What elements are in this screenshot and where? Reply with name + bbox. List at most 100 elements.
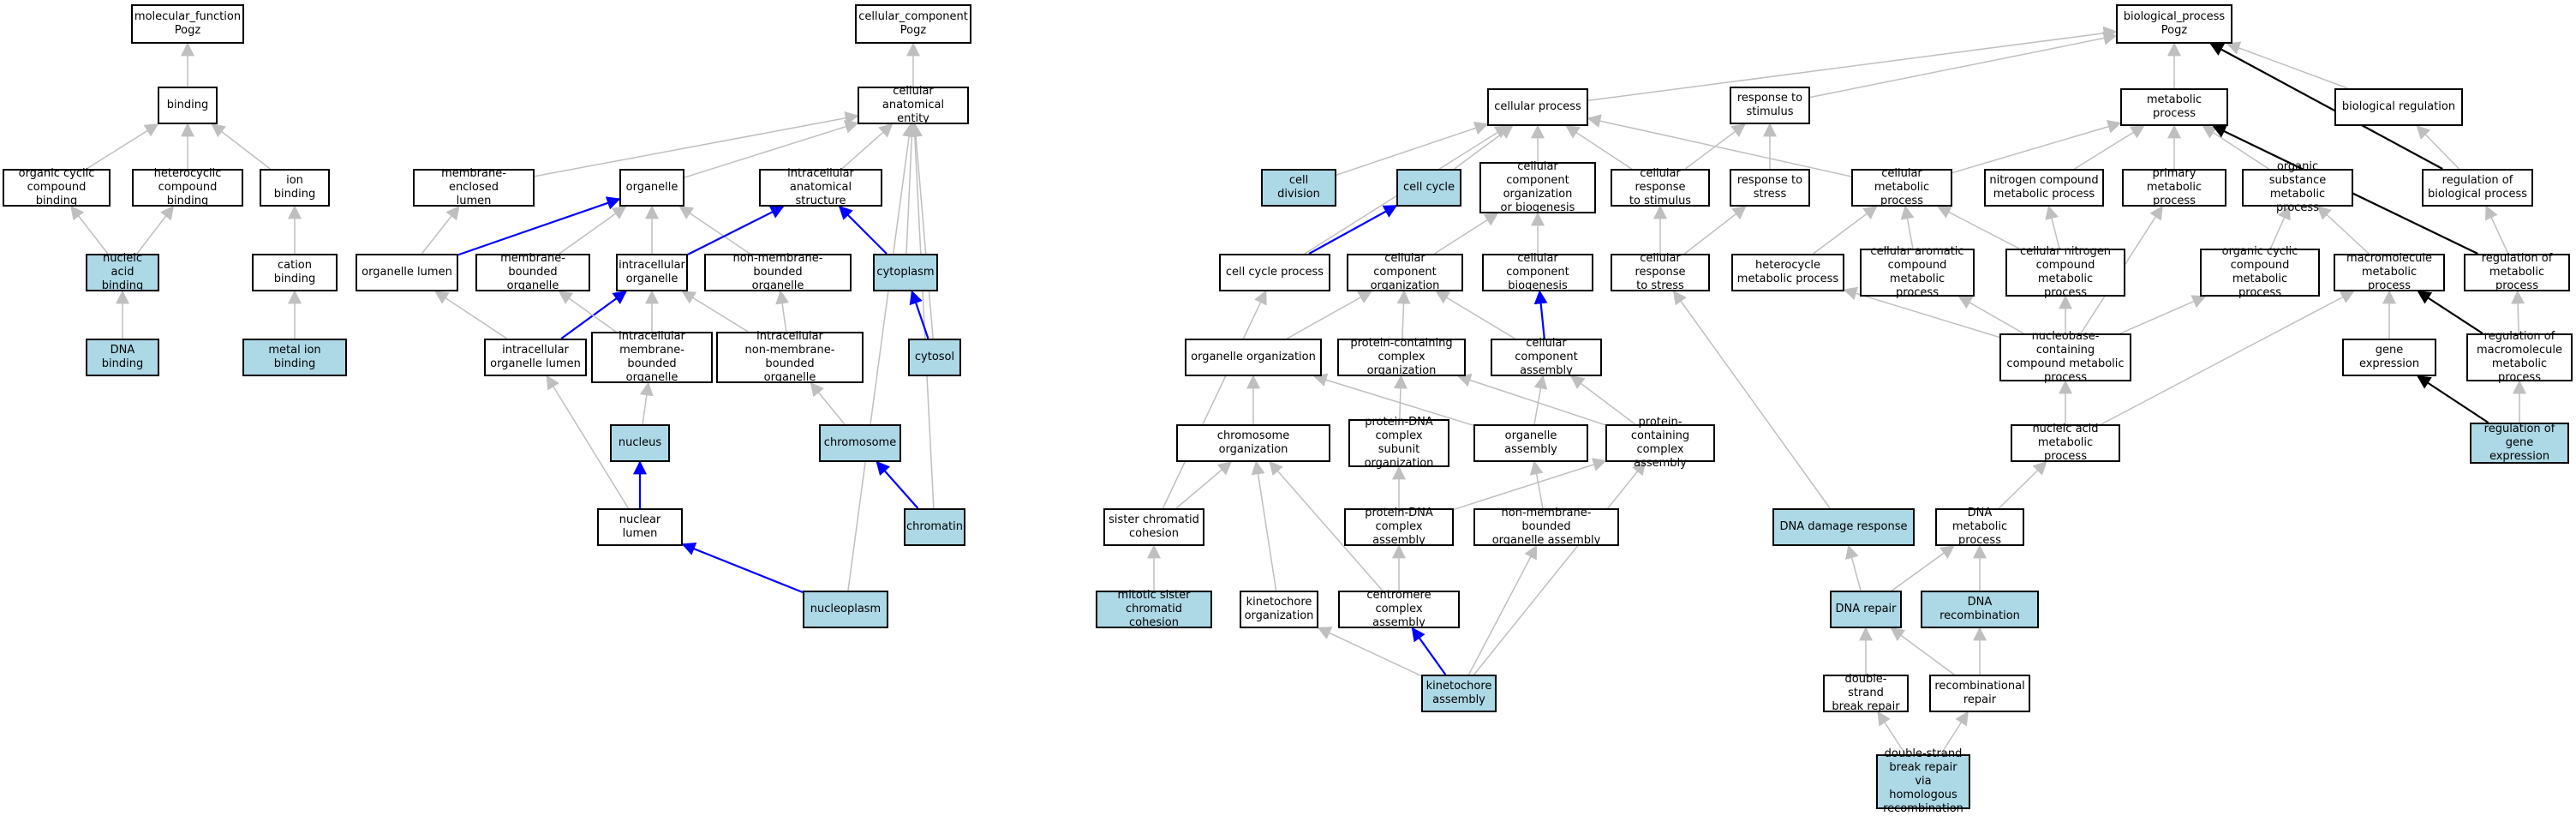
edge-celldiv-to-cp [1336, 121, 1489, 176]
term-node-breg[interactable]: biological regulation [2334, 88, 2463, 126]
term-node-celldiv[interactable]: cell division [1261, 169, 1336, 207]
term-node-chromorg[interactable]: chromosome organization [1176, 424, 1330, 462]
term-node-dnarec[interactable]: DNA recombination [1921, 591, 2039, 628]
term-node-rge[interactable]: regulation of gene expression [2470, 423, 2569, 464]
term-node-bp[interactable]: biological_process Pogz [2116, 4, 2232, 44]
term-node-ncmp[interactable]: nitrogen compound metabolic process [1984, 169, 2104, 207]
term-node-ocb[interactable]: organic cyclic compound binding [3, 167, 111, 207]
term-node-mel[interactable]: membrane-enclosed lumen [413, 167, 535, 207]
term-node-cellcycle[interactable]: cell cycle [1396, 169, 1461, 207]
term-node-cacmp[interactable]: cellular aromatic compound metabolic pro… [1860, 245, 1975, 299]
edge-ka-to-pcca [1473, 460, 1647, 675]
term-node-cytoplasm[interactable]: cytoplasm [873, 254, 938, 291]
term-node-pmp[interactable]: primary metabolic process [2122, 167, 2226, 207]
term-node-recrep[interactable]: recombinational repair [1929, 675, 2030, 712]
edge-cncmp-to-ncmp [2045, 205, 2060, 249]
term-node-rmp[interactable]: regulation of metabolic process [2464, 252, 2570, 292]
term-node-cp[interactable]: cellular process [1487, 88, 1588, 126]
term-node-cae[interactable]: cellular anatomical entity [858, 85, 969, 125]
term-node-cytosol[interactable]: cytosol [908, 339, 961, 376]
term-node-hcb[interactable]: heterocyclic compound binding [132, 167, 243, 207]
term-node-imbo[interactable]: intracellular membrane-bounded organelle [591, 330, 713, 384]
term-node-oorg[interactable]: organelle organization [1185, 339, 1322, 376]
edge-nmbo-to-organelle [678, 206, 750, 255]
term-node-ias[interactable]: intracellular anatomical structure [759, 167, 882, 207]
edge-ccp-to-cellcycle [1308, 204, 1398, 255]
edge-crtstress-to-rtstress [1683, 206, 1747, 255]
edge-korg-to-chromorg [1251, 460, 1277, 591]
term-node-pdca[interactable]: protein-DNA complex assembly [1344, 507, 1454, 547]
edge-pdcso-to-pcco [1393, 375, 1408, 420]
term-node-mbo[interactable]: membrane-bounded organelle [475, 252, 590, 292]
term-node-rts[interactable]: response to stimulus [1730, 87, 1810, 124]
term-node-nmboa[interactable]: non-membrane-bounded organelle assembly [1473, 507, 1619, 547]
term-node-nmbo[interactable]: non-membrane-bounded organelle [704, 252, 852, 292]
term-node-pcca[interactable]: protein-containing complex assembly [1605, 416, 1715, 470]
term-node-nlumen[interactable]: nuclear lumen [597, 508, 683, 546]
term-node-cmp[interactable]: cellular metabolic process [1851, 167, 1952, 207]
term-node-rmmp[interactable]: regulation of macromolecule metabolic pr… [2466, 330, 2573, 384]
term-node-ccob[interactable]: cellular component organization or bioge… [1479, 160, 1596, 214]
term-node-nccmp[interactable]: nucleobase-containing compound metabolic… [1999, 330, 2131, 384]
term-node-crtstress[interactable]: cellular response to stress [1611, 252, 1710, 292]
term-node-iol[interactable]: intracellular organelle lumen [484, 339, 587, 376]
term-node-namp[interactable]: nucleic acid metabolic process [2011, 423, 2120, 463]
edge-io-to-ias [687, 206, 785, 255]
term-node-ccb[interactable]: cellular component biogenesis [1482, 252, 1593, 292]
term-node-cncmp[interactable]: cellular nitrogen compound metabolic pro… [2005, 245, 2125, 299]
term-node-io[interactable]: intracellular organelle [616, 254, 688, 291]
term-node-geneexp[interactable]: gene expression [2342, 339, 2436, 376]
term-node-ka[interactable]: kinetochore assembly [1421, 675, 1497, 712]
edge-namp-to-macmp [2101, 291, 2355, 425]
edge-hmp-to-cmp [1813, 206, 1878, 255]
term-node-mib[interactable]: metal ion binding [242, 339, 347, 376]
edge-pcca-to-pcco [1456, 373, 1606, 426]
term-node-dnab[interactable]: DNA binding [86, 339, 159, 376]
term-node-ionb[interactable]: ion binding [260, 169, 330, 207]
term-node-dsbr[interactable]: double-strand break repair [1823, 673, 1909, 713]
term-node-pdcso[interactable]: protein-DNA complex subunit organization [1348, 416, 1449, 470]
term-node-mp[interactable]: metabolic process [2120, 88, 2228, 126]
term-node-olumen[interactable]: organelle lumen [356, 254, 458, 291]
term-node-cco[interactable]: cellular component organization [1347, 252, 1463, 292]
term-node-binding[interactable]: binding [158, 87, 218, 124]
term-node-organelle[interactable]: organelle [619, 169, 684, 207]
term-node-crts[interactable]: cellular response to stimulus [1611, 167, 1710, 207]
term-node-ddr[interactable]: DNA damage response [1772, 508, 1915, 546]
edge-recrep-to-dnarepair [1890, 627, 1955, 675]
term-node-mf[interactable]: molecular_function Pogz [131, 4, 244, 44]
term-node-nucleus[interactable]: nucleus [610, 424, 670, 462]
term-node-cc[interactable]: cellular_component Pogz [855, 4, 971, 44]
term-node-scc[interactable]: sister chromatid cohesion [1103, 508, 1204, 546]
edge-oassembly-to-oorg [1312, 373, 1474, 427]
term-node-inmbo[interactable]: intracellular non-membrane-bounded organ… [716, 330, 864, 384]
term-node-nab[interactable]: nucleic acid binding [86, 252, 159, 292]
term-node-chromosome[interactable]: chromosome [819, 424, 901, 462]
edge-cco-to-ccob [1434, 213, 1499, 255]
term-node-ccp[interactable]: cell cycle process [1219, 254, 1330, 291]
term-node-chromatin[interactable]: chromatin [904, 508, 965, 546]
term-node-nucleoplasm[interactable]: nucleoplasm [803, 591, 888, 628]
term-node-dsbrhr[interactable]: double-strand break repair via homologou… [1876, 747, 1970, 815]
term-node-dnarepair[interactable]: DNA repair [1830, 591, 1902, 628]
term-node-dnamp[interactable]: DNA metabolic process [1935, 507, 2024, 547]
edge-ionb-to-binding [211, 123, 271, 170]
term-node-catb[interactable]: cation binding [252, 254, 338, 291]
term-node-hmp[interactable]: heterocycle metabolic process [1731, 254, 1844, 291]
term-node-korg[interactable]: kinetochore organization [1240, 591, 1318, 628]
edge-rmmp-to-macmp [2417, 291, 2483, 334]
term-node-cca2[interactable]: centromere complex assembly [1338, 589, 1460, 629]
edge-cmp-to-mp [1951, 120, 2122, 174]
edge-cca2-to-chromorg [1269, 460, 1384, 591]
term-node-oassembly[interactable]: organelle assembly [1473, 424, 1588, 462]
term-node-rbp[interactable]: regulation of biological process [2422, 169, 2533, 207]
term-node-macmp[interactable]: macromolecule metabolic process [2334, 252, 2445, 292]
term-node-osmp[interactable]: organic substance metabolic process [2242, 160, 2353, 214]
term-node-pcco[interactable]: protein-containing complex organization [1337, 337, 1466, 377]
term-node-mscc[interactable]: mitotic sister chromatid cohesion [1096, 589, 1212, 629]
term-node-occmp[interactable]: organic cyclic compound metabolic proces… [2200, 245, 2320, 299]
term-node-cca[interactable]: cellular component assembly [1491, 337, 1602, 377]
edge-cacmp-to-cmp [1900, 205, 1915, 249]
edge-iol-to-io [560, 291, 628, 339]
term-node-rtstress[interactable]: response to stress [1730, 169, 1810, 207]
